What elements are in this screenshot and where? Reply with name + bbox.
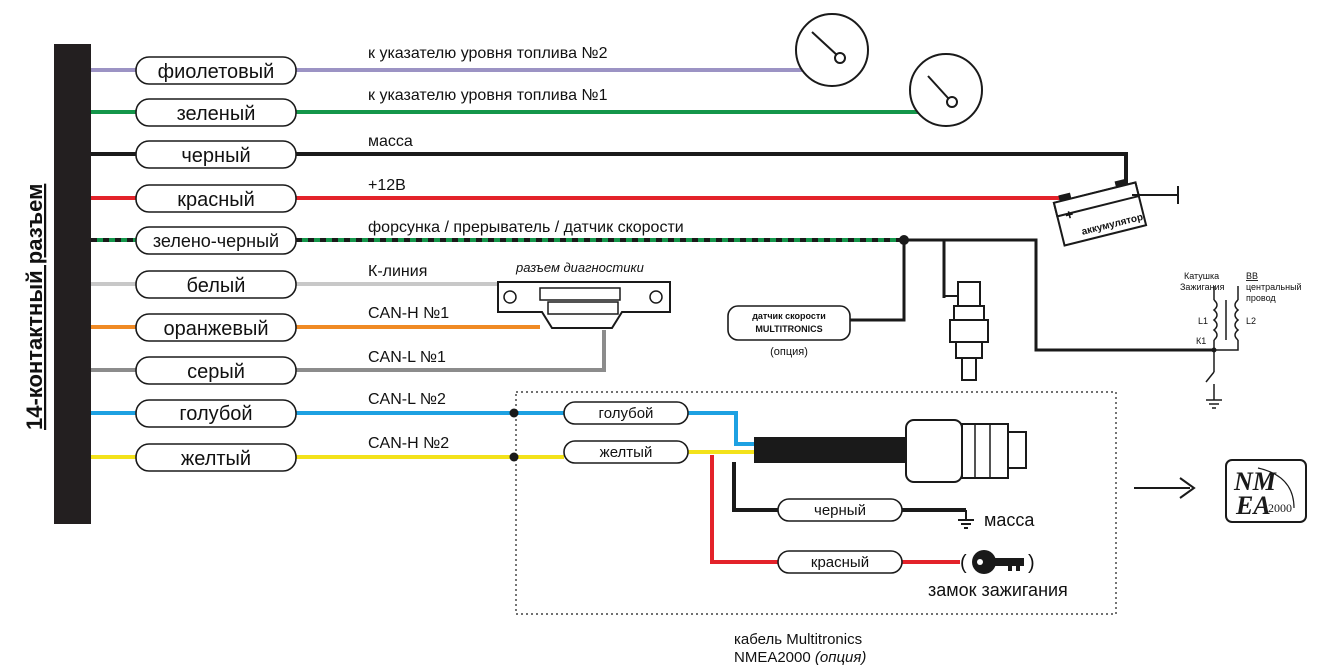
speed-sensor-line1: датчик скорости — [752, 311, 826, 321]
nmea-wire-blue: голубой — [599, 405, 654, 422]
wire-description: CAN-H №2 — [368, 435, 449, 452]
wire-description: CAN-L №2 — [368, 391, 446, 408]
battery-ground-icon — [1132, 186, 1179, 204]
wire-color-label: зелено-черный — [153, 231, 279, 251]
wire-description: К-линия — [368, 263, 427, 280]
nmea-cable-box: голубой желтый черный масса — [515, 391, 1117, 615]
nmea2000-logo: NM EA 2000 — [1225, 459, 1307, 523]
wire-yellow: желтый CAN-H №2 — [91, 435, 564, 472]
nmea-caption-2: NMEA2000 (опция) — [734, 649, 866, 666]
coil-title-1: Катушка — [1184, 271, 1219, 281]
speed-sensor-line2: MULTITRONICS — [755, 324, 822, 334]
injector-icon — [944, 281, 989, 381]
wire-color-label: черный — [181, 145, 250, 167]
coil-l1: L1 — [1198, 316, 1208, 326]
wire-description: +12В — [368, 177, 406, 194]
coil-bb-2: центральный — [1246, 282, 1302, 292]
nmea-logo-year: 2000 — [1268, 501, 1292, 515]
battery-icon: + аккумулятор — [1052, 178, 1148, 247]
nmea-plug-icon — [905, 419, 1027, 483]
coil-k1: К1 — [1196, 336, 1206, 346]
diag-label: разъем диагностики — [515, 260, 644, 275]
battery-plus: + — [1063, 206, 1075, 224]
svg-text:): ) — [1028, 552, 1035, 574]
wire-description: к указателю уровня топлива №2 — [368, 45, 608, 62]
coil-bb-3: провод — [1246, 293, 1276, 303]
arrow-right-icon — [1134, 477, 1196, 499]
coil-l2: L2 — [1246, 316, 1256, 326]
coil-bb: ВВ — [1246, 271, 1258, 281]
fuel-gauge-2 — [795, 13, 869, 87]
ignition-coil: Катушка Зажигания ВВ центральный провод … — [1180, 271, 1302, 409]
speed-sensor-note: (опция) — [770, 346, 808, 358]
ignition-key-icon: ( ) — [960, 550, 1035, 574]
nmea-wire-black: черный — [814, 502, 866, 519]
wire-description: CAN-L №1 — [368, 349, 446, 366]
wire-description: форсунка / прерыватель / датчик скорости — [368, 219, 684, 236]
wire-white: белый К-линия — [91, 263, 510, 299]
wire-lightblue: голубой CAN-L №2 — [91, 391, 564, 428]
nmea-logo-ea: EA — [1235, 491, 1271, 520]
wire-description: масса — [368, 133, 413, 150]
wire-red: красный +12В — [91, 177, 1062, 213]
connector-title: 14-контактный разъем — [22, 184, 47, 430]
wire-violet: фиолетовый к указателю уровня топлива №2 — [91, 45, 806, 85]
wire-color-label: красный — [177, 189, 255, 211]
nmea-caption-1: кабель Multitronics — [734, 631, 862, 648]
wire-color-label: голубой — [179, 403, 252, 425]
nmea-wire-red: красный — [811, 554, 869, 571]
nmea-ignition-label: замок зажигания — [928, 580, 1068, 600]
wire-orange: оранжевый CAN-H №1 — [91, 305, 540, 342]
wire-green-black: зелено-черный форсунка / прерыватель / д… — [91, 219, 1214, 352]
connector-block — [54, 44, 91, 524]
coil-title-2: Зажигания — [1180, 282, 1225, 292]
ground-icon — [958, 510, 974, 529]
wire-color-label: серый — [187, 361, 245, 383]
wire-gray: серый CAN-L №1 — [91, 330, 606, 385]
wire-color-label: фиолетовый — [158, 61, 275, 83]
wire-color-label: оранжевый — [163, 318, 268, 340]
wire-green: зеленый к указателю уровня топлива №1 — [91, 87, 918, 127]
nmea-wire-yellow: желтый — [600, 444, 653, 461]
svg-text:(: ( — [960, 552, 967, 574]
wire-color-label: зеленый — [177, 103, 256, 125]
wire-description: к указателю уровня топлива №1 — [368, 87, 608, 104]
diagnostic-connector: разъем диагностики — [497, 260, 671, 329]
speed-sensor: датчик скорости MULTITRONICS (опция) — [727, 305, 851, 358]
nmea-ground-label: масса — [984, 510, 1035, 530]
wire-description: CAN-H №1 — [368, 305, 449, 322]
wire-color-label: белый — [187, 275, 246, 297]
fuel-gauge-1 — [909, 53, 983, 127]
wire-color-label: желтый — [181, 448, 251, 470]
